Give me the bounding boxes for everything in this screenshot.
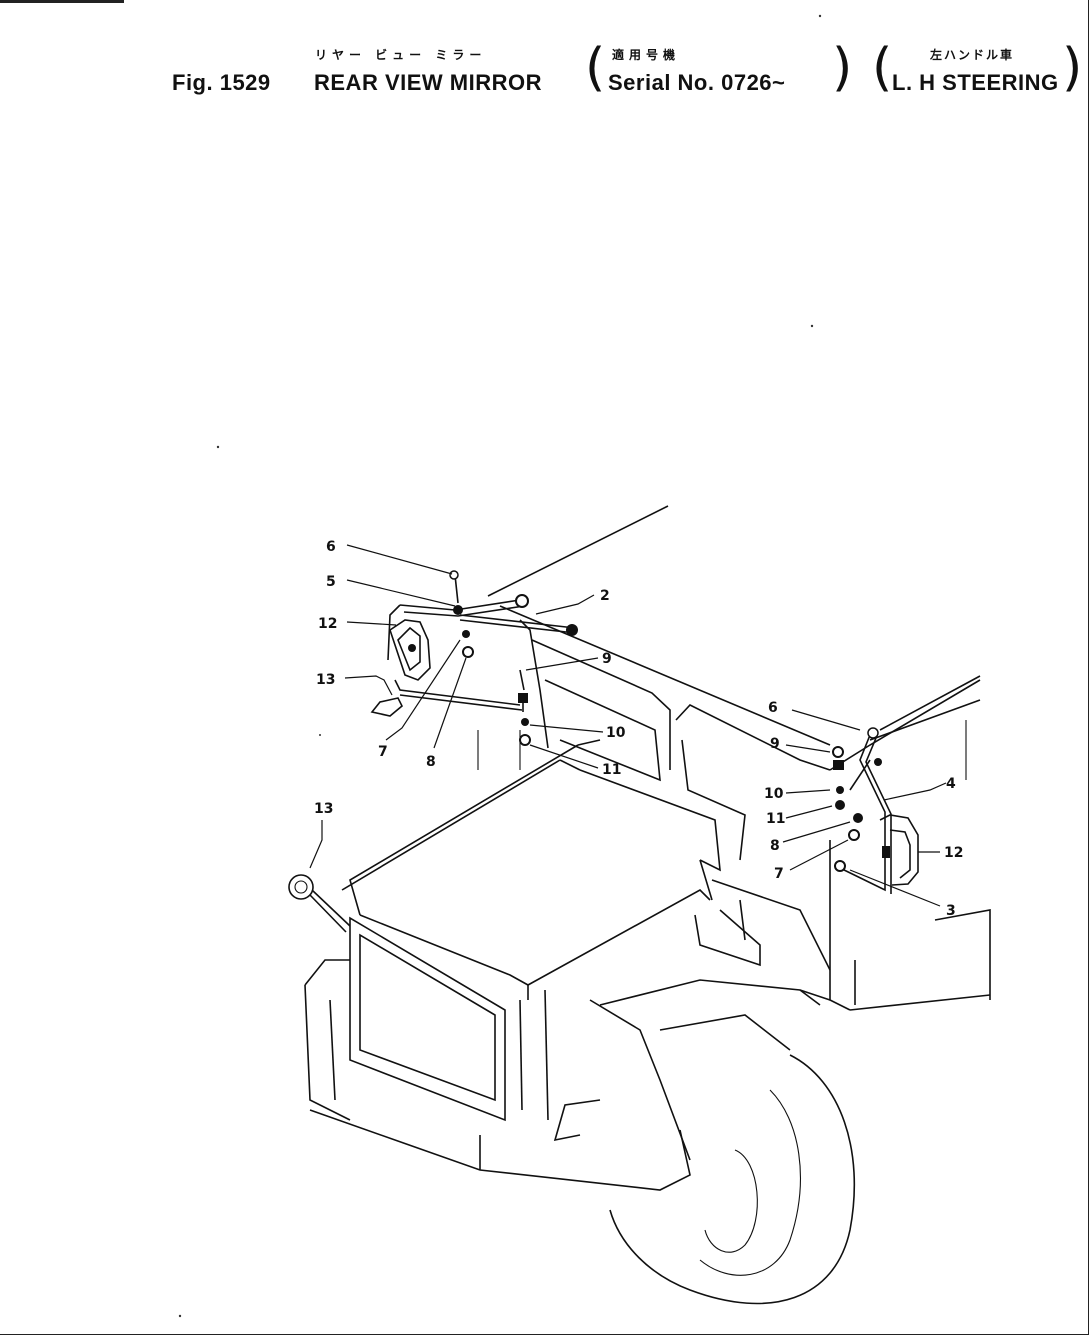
steering-type: L. H STEERING — [892, 70, 1059, 95]
cab-outline — [477, 505, 991, 1011]
figure-number: Fig. 1529 — [172, 70, 271, 95]
callout-8-left: 8 — [426, 754, 436, 770]
scan-specks — [178, 14, 822, 1318]
close-paren-serial: ) — [832, 38, 853, 98]
callout-13-hood: 13 — [314, 801, 333, 817]
top-rule — [0, 0, 124, 3]
callout-3: 3 — [946, 903, 956, 919]
right-mirror-assembly — [832, 727, 919, 894]
callout-12-right: 12 — [944, 845, 963, 861]
callout-13-left: 13 — [316, 672, 335, 688]
callout-4: 4 — [946, 776, 956, 792]
figure-title: REAR VIEW MIRROR — [314, 70, 542, 95]
callout-8-right: 8 — [770, 838, 780, 854]
under-mirror — [288, 874, 351, 933]
leader-lines — [309, 544, 947, 907]
callout-11-left: 11 — [602, 762, 621, 778]
wheel — [609, 1054, 856, 1305]
callout-7-right: 7 — [774, 866, 784, 882]
callout-10-left: 10 — [606, 725, 626, 741]
close-paren-steering: ) — [1062, 38, 1083, 98]
open-paren-steering: ( — [872, 38, 893, 98]
callout-11-right: 11 — [766, 811, 785, 827]
callout-labels: 6 5 12 13 2 9 7 8 10 11 13 6 9 4 10 11 8… — [314, 539, 963, 919]
callout-2: 2 — [600, 588, 610, 604]
callout-9-right: 9 — [770, 736, 780, 752]
callout-6-left: 6 — [326, 539, 336, 555]
callout-12-left: 12 — [318, 616, 337, 632]
callout-7-left: 7 — [378, 744, 388, 760]
grille — [304, 916, 549, 1122]
hood — [341, 744, 831, 1000]
serial-japanese: 適用号機 — [612, 48, 681, 62]
open-paren-serial: ( — [585, 38, 606, 98]
fender-bumper — [309, 979, 831, 1191]
callout-9-left: 9 — [602, 651, 612, 667]
callout-6-right: 6 — [768, 700, 778, 716]
title-japanese: リヤー ビュー ミラー — [315, 48, 487, 62]
figure-header: リヤー ビュー ミラー Fig. 1529 REAR VIEW MIRROR (… — [0, 40, 1090, 110]
steering-japanese: 左ハンドル車 — [930, 48, 1015, 62]
left-mirror-assembly — [370, 570, 578, 746]
callout-5: 5 — [326, 574, 336, 590]
callout-10-right: 10 — [764, 786, 784, 802]
serial-number: Serial No. 0726~ — [608, 70, 786, 95]
